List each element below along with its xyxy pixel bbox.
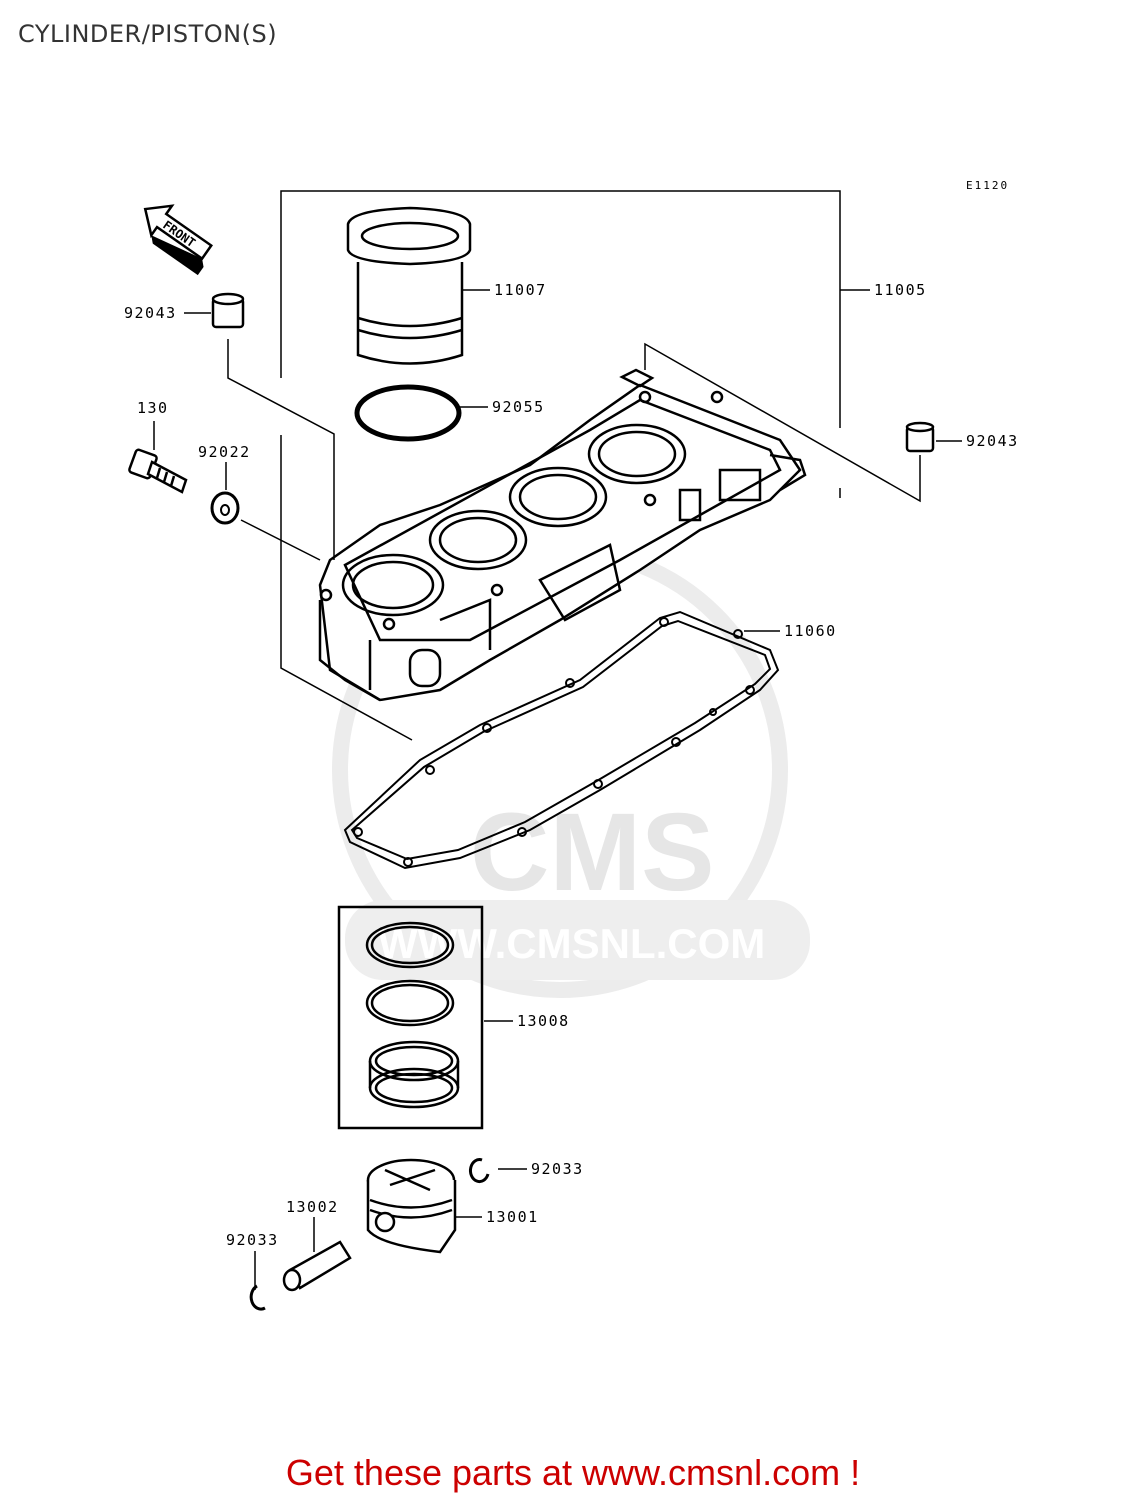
part-label-13008[interactable]: 13008 <box>517 1012 570 1030</box>
part-label-11060[interactable]: 11060 <box>784 622 837 640</box>
front-arrow-icon: FRONT <box>143 204 213 276</box>
page-title: CYLINDER/PISTON(S) <box>18 20 278 48</box>
part-label-92043-right[interactable]: 92043 <box>966 432 1019 450</box>
watermark-logo: CMS <box>470 791 714 914</box>
leader-lines <box>153 289 962 1290</box>
part-label-11005[interactable]: 11005 <box>874 281 927 299</box>
part-label-11007[interactable]: 11007 <box>494 281 547 299</box>
part-label-13002[interactable]: 13002 <box>286 1198 339 1216</box>
part-label-92043-left[interactable]: 92043 <box>124 304 177 322</box>
diagram-code: E1120 <box>966 179 1009 192</box>
piston-pin <box>282 1240 352 1292</box>
part-labels: 11007 11005 92043 92055 130 92022 92043 … <box>124 281 1019 1249</box>
dowel-pin-left <box>211 292 245 329</box>
dowel-pin-right <box>905 421 935 453</box>
cylinder-sleeve <box>346 206 472 365</box>
piston <box>366 1158 457 1254</box>
part-label-92055[interactable]: 92055 <box>492 398 545 416</box>
cylinder-block <box>318 368 807 702</box>
o-ring <box>354 384 462 442</box>
footer-banner-link[interactable]: Get these parts at www.cmsnl.com ! <box>285 1452 861 1493</box>
circlip-lower <box>249 1284 266 1311</box>
bolt <box>128 448 188 494</box>
part-label-92022[interactable]: 92022 <box>198 443 251 461</box>
part-label-13001[interactable]: 13001 <box>486 1208 539 1226</box>
bracket-11005 <box>280 190 841 741</box>
part-label-130[interactable]: 130 <box>137 399 169 417</box>
circlip-upper <box>469 1158 490 1184</box>
washer <box>210 491 240 525</box>
part-label-92033-upper[interactable]: 92033 <box>531 1160 584 1178</box>
footer-banner[interactable]: Get these parts at www.cmsnl.com ! <box>0 1452 1146 1494</box>
part-label-92033-lower[interactable]: 92033 <box>226 1231 279 1249</box>
piston-ring-set <box>337 905 484 1130</box>
cylinder-head-gasket <box>343 610 780 870</box>
